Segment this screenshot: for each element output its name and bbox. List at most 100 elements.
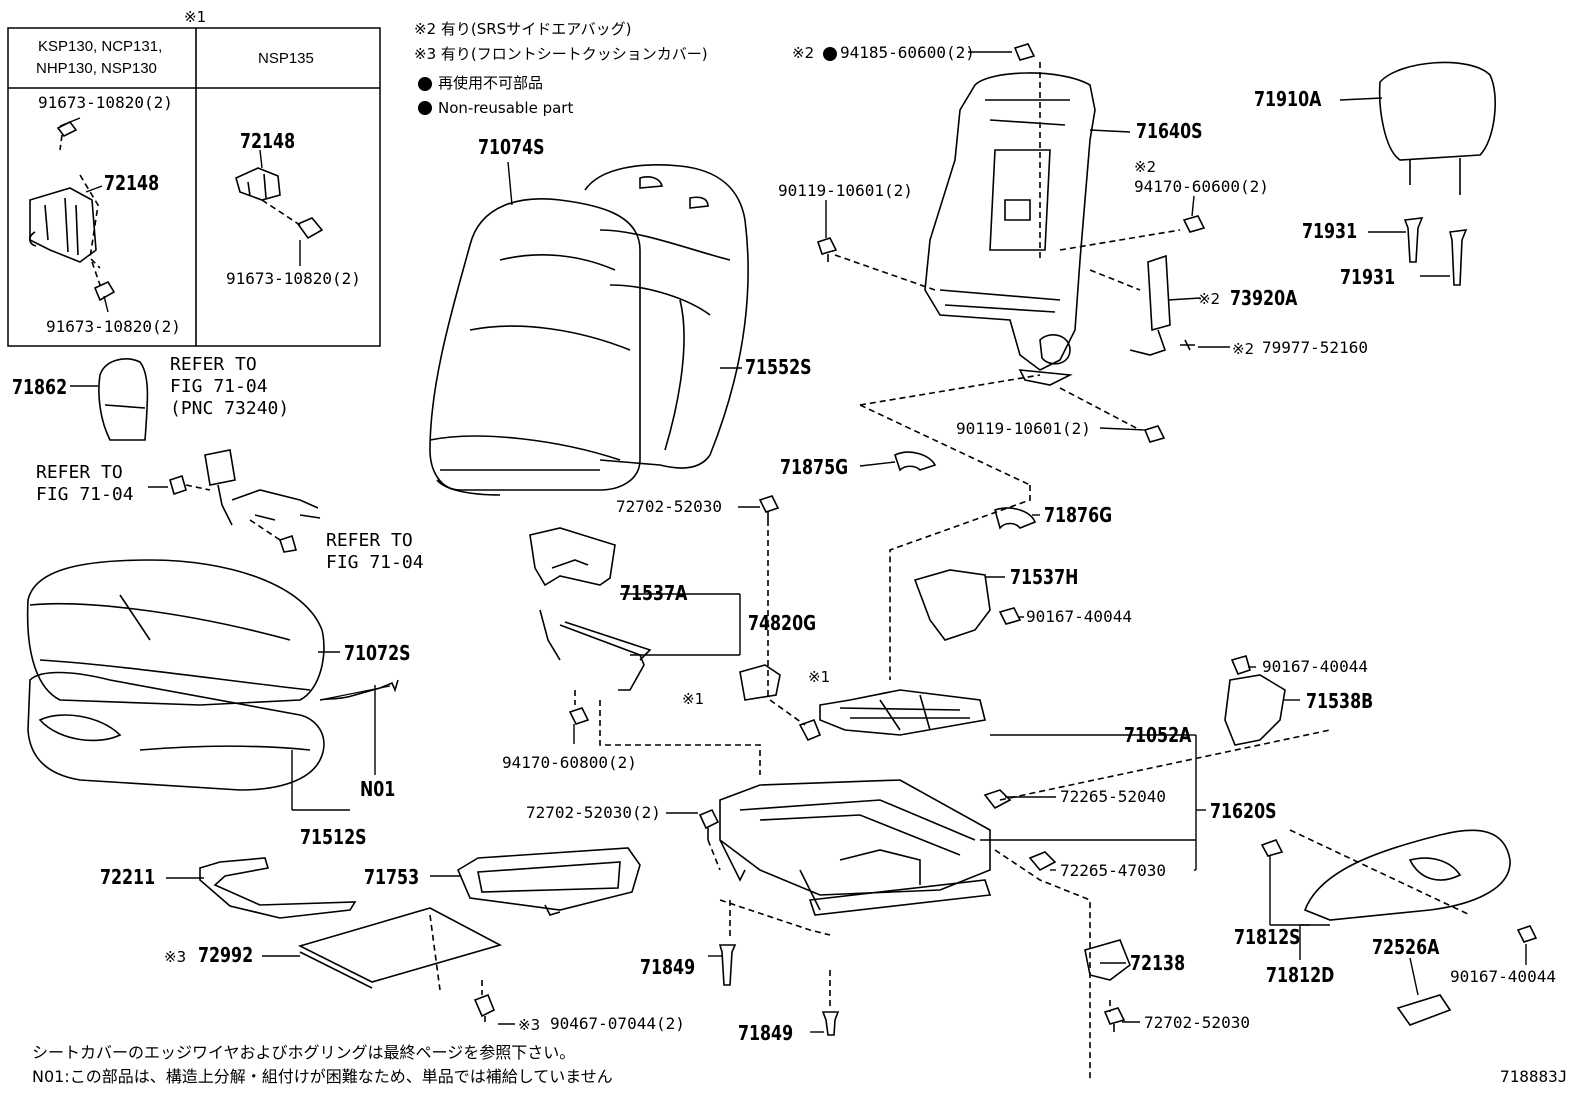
cover-71876G — [994, 507, 1037, 530]
part-71876G: 71876G — [1044, 503, 1113, 527]
part-71849-a: 71849 — [640, 955, 696, 979]
part-72138: 72138 — [1130, 951, 1186, 975]
refer-2: REFER TO — [36, 462, 123, 483]
part-94170-60600: 94170-60600(2) — [1134, 177, 1269, 196]
part-90167-b: 90167-40044 — [1262, 657, 1368, 676]
refer-3b: FIG 71-04 — [326, 552, 424, 573]
sheet-72992 — [297, 907, 503, 989]
note-cushion-cover: ※3 有り(フロントシートクッションカバー) — [414, 45, 708, 63]
part-94170-60800: 94170-60800(2) — [502, 753, 637, 772]
refer-1c: (PNC 73240) — [170, 398, 290, 419]
pin-71849-b — [821, 1011, 840, 1036]
part-72265-b: 72265-47030 — [1060, 861, 1166, 880]
cover-71875G — [894, 451, 937, 472]
box-part-4: 72148 — [240, 129, 296, 153]
part-74820G: 74820G — [748, 611, 817, 635]
bracket-72148-left — [29, 187, 97, 263]
seatback-cover-71074S — [429, 198, 641, 496]
part-90119-b: 90119-10601(2) — [956, 419, 1091, 438]
nonreuse-en: Non-reusable part — [438, 99, 574, 117]
part-72992: 72992 — [198, 943, 254, 967]
part-71812D: 71812D — [1266, 963, 1335, 987]
part-71537H: 71537H — [1010, 565, 1079, 589]
box-models-1: KSP130, NCP131, — [38, 38, 163, 55]
part-71074S: 71074S — [478, 135, 545, 159]
part-72526A: 72526A — [1372, 935, 1440, 959]
part-71052A: 71052A — [1124, 723, 1192, 747]
part-71875G: 71875G — [780, 455, 849, 479]
box-part-2: 72148 — [104, 171, 160, 195]
trim-72138 — [1084, 939, 1131, 981]
seat-frame-71620S — [719, 779, 992, 916]
refer-1b: FIG 71-04 — [170, 376, 268, 397]
part-90119-a: 90119-10601(2) — [778, 181, 913, 200]
part-72211: 72211 — [100, 865, 156, 889]
mark2-c: ※2 — [1198, 290, 1221, 308]
refer-2b: FIG 71-04 — [36, 484, 134, 505]
mark1-b: ※1 — [808, 668, 831, 686]
mark2-b: ※2 — [1134, 158, 1157, 176]
trim-72526A — [1396, 994, 1452, 1026]
part-90167-a: 90167-40044 — [1026, 607, 1132, 626]
box-model-nsp135: NSP135 — [258, 50, 314, 67]
pin-71849 — [718, 944, 737, 986]
guide-71931 — [1403, 217, 1424, 263]
bracket-72148-right — [235, 167, 281, 201]
part-72265-a: 72265-52040 — [1060, 787, 1166, 806]
part-71072S: 71072S — [344, 641, 411, 665]
seat-cushion-cover-71072S — [26, 559, 325, 706]
part-71537A: 71537A — [620, 581, 688, 605]
tray-71753 — [456, 847, 641, 916]
mark1-a: ※1 — [682, 690, 705, 708]
seatback-frame-71640S — [924, 72, 1096, 386]
part-79977: 79977-52160 — [1262, 338, 1368, 357]
wire-72211 — [199, 857, 357, 919]
part-90467: 90467-07044(2) — [550, 1014, 685, 1033]
box-models-2: NHP130, NSP130 — [36, 60, 157, 77]
part-71849-b: 71849 — [738, 1021, 794, 1045]
spring-71052A — [819, 689, 986, 736]
part-71620S: 71620S — [1210, 799, 1277, 823]
part-71538B: 71538B — [1306, 689, 1374, 713]
seatbelt-buckle — [169, 449, 321, 553]
refer-3: REFER TO — [326, 530, 413, 551]
panel-71538B — [1224, 674, 1286, 746]
note-srs-airbag: ※2 有り(SRSサイドエアバッグ) — [414, 20, 632, 38]
part-71910A: 71910A — [1254, 87, 1322, 111]
part-72702-c: 72702-52030 — [1144, 1013, 1250, 1032]
mark2-a: ※2 — [792, 44, 815, 62]
seatback-cover-71552S — [584, 164, 749, 469]
footer-note-1: シートカバーのエッジワイヤおよびホグリングは最終ページを参照下さい。 — [32, 1043, 576, 1062]
part-71753: 71753 — [364, 865, 420, 889]
mark2-d: ※2 — [1232, 340, 1255, 358]
part-72702-a: 72702-52030 — [616, 497, 722, 516]
box-part-5: 91673-10820(2) — [226, 269, 361, 288]
part-71931-b: 71931 — [1340, 265, 1396, 289]
mark3-b: ※3 — [518, 1016, 541, 1034]
part-72702-b: 72702-52030(2) — [526, 803, 661, 822]
footer-note-2: N01:この部品は、構造上分解・組付けが困難なため、単品では補給していません — [32, 1067, 613, 1086]
box-part-1: 91673-10820(2) — [38, 93, 173, 112]
part-90167-c: 90167-40044 — [1450, 967, 1556, 986]
part-71552S: 71552S — [745, 355, 812, 379]
part-71512S: 71512S — [300, 825, 367, 849]
part-N01: N01 — [360, 777, 396, 801]
figure-code: 718883J — [1500, 1067, 1568, 1086]
part-71931-a: 71931 — [1302, 219, 1358, 243]
panel-71537A — [529, 527, 616, 587]
nonreuse-dot — [418, 77, 432, 91]
part-71640S: 71640S — [1136, 119, 1203, 143]
refer-1: REFER TO — [170, 354, 257, 375]
box-mark: ※1 — [184, 8, 207, 26]
trim-71862 — [98, 358, 149, 441]
part-71812S: 71812S — [1234, 925, 1301, 949]
part-94185: 94185-60600(2) — [840, 43, 975, 62]
seat-cushion-pad-71512S — [27, 671, 325, 791]
nonreuse-jp: 再使用不可部品 — [438, 74, 544, 92]
frame-74820G — [539, 609, 652, 691]
side-trim-71812D — [1289, 829, 1511, 921]
part-71862: 71862 — [12, 375, 68, 399]
side-airbag-73920A — [1129, 254, 1195, 356]
part-73920A: 73920A — [1230, 286, 1298, 310]
